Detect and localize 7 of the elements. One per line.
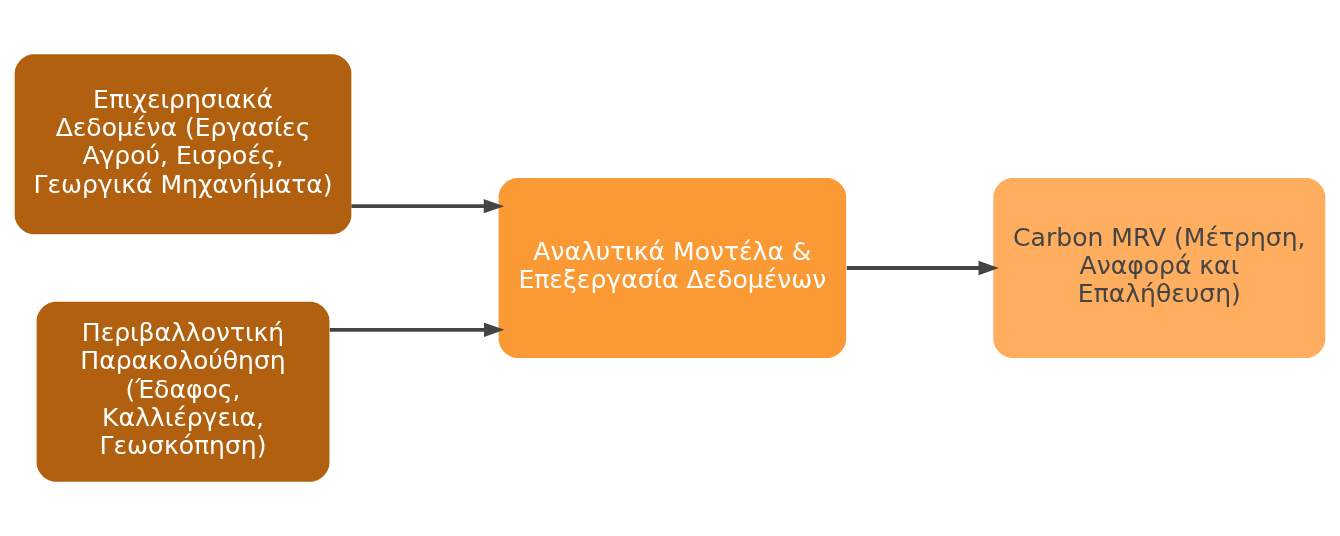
arrow: [351, 199, 505, 214]
arrow: [329, 322, 505, 337]
arrow: [846, 260, 999, 276]
node-box: Επιχειρησιακά Δεδομένα (Εργασίες Αγρού, Εισροές, Γεωργικά Μηχανήματα): [14, 54, 352, 235]
node-box: Carbon MRV (Μέτρηση, Αναφορά και Επαλήθευση): [993, 177, 1326, 359]
node-box: Περιβαλλοντική Παρακολούθηση (Έδαφος, Καλλιέργεια, Γεωσκόπηση): [36, 301, 330, 482]
node-box: Αναλυτικά Μοντέλα & Επεξεργασία Δεδομένων: [498, 177, 847, 359]
